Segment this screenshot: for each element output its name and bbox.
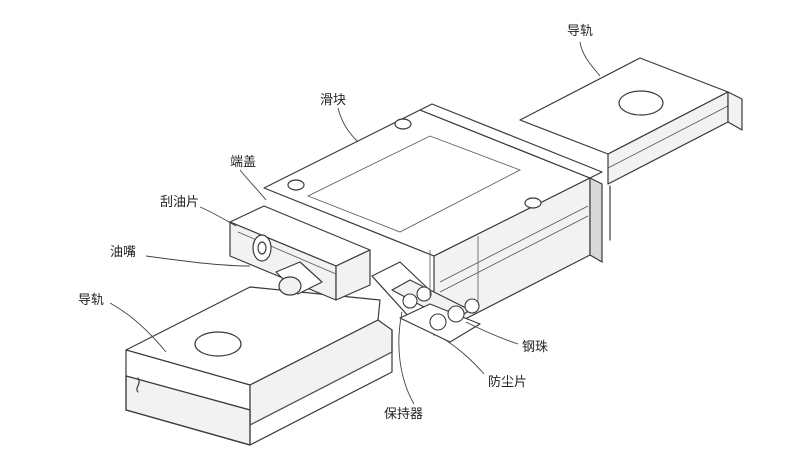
steel-ball-1: [402, 293, 418, 309]
rail-mount-hole-front: [194, 331, 242, 357]
block-hole-2: [287, 179, 305, 191]
grease-nipple: [252, 234, 323, 296]
cutaway-section: [371, 236, 481, 343]
label-steel-ball: 钢珠: [522, 340, 548, 355]
steel-ball-2: [416, 286, 432, 302]
steel-ball-4: [447, 305, 465, 323]
steel-ball-5: [464, 298, 480, 314]
label-rail-top: 导轨: [567, 24, 593, 39]
label-grease-nipple: 油嘴: [110, 245, 136, 260]
label-end-cap: 端盖: [230, 155, 256, 170]
leader-lines: [109, 41, 601, 405]
label-dust-seal: 防尘片: [488, 374, 527, 390]
rail-mount-hole-back: [618, 90, 664, 116]
steel-ball-3: [429, 313, 447, 331]
block-hole-3: [524, 197, 542, 209]
block-hole-1: [394, 118, 412, 130]
label-rail-bottom: 导轨: [78, 293, 104, 308]
rail-front: [125, 286, 393, 446]
slider-block: [263, 103, 603, 336]
label-scraper: 刮油片: [160, 195, 199, 210]
rail-back: [519, 57, 743, 241]
label-slider-block: 滑块: [320, 93, 346, 108]
label-retainer: 保持器: [384, 407, 423, 422]
